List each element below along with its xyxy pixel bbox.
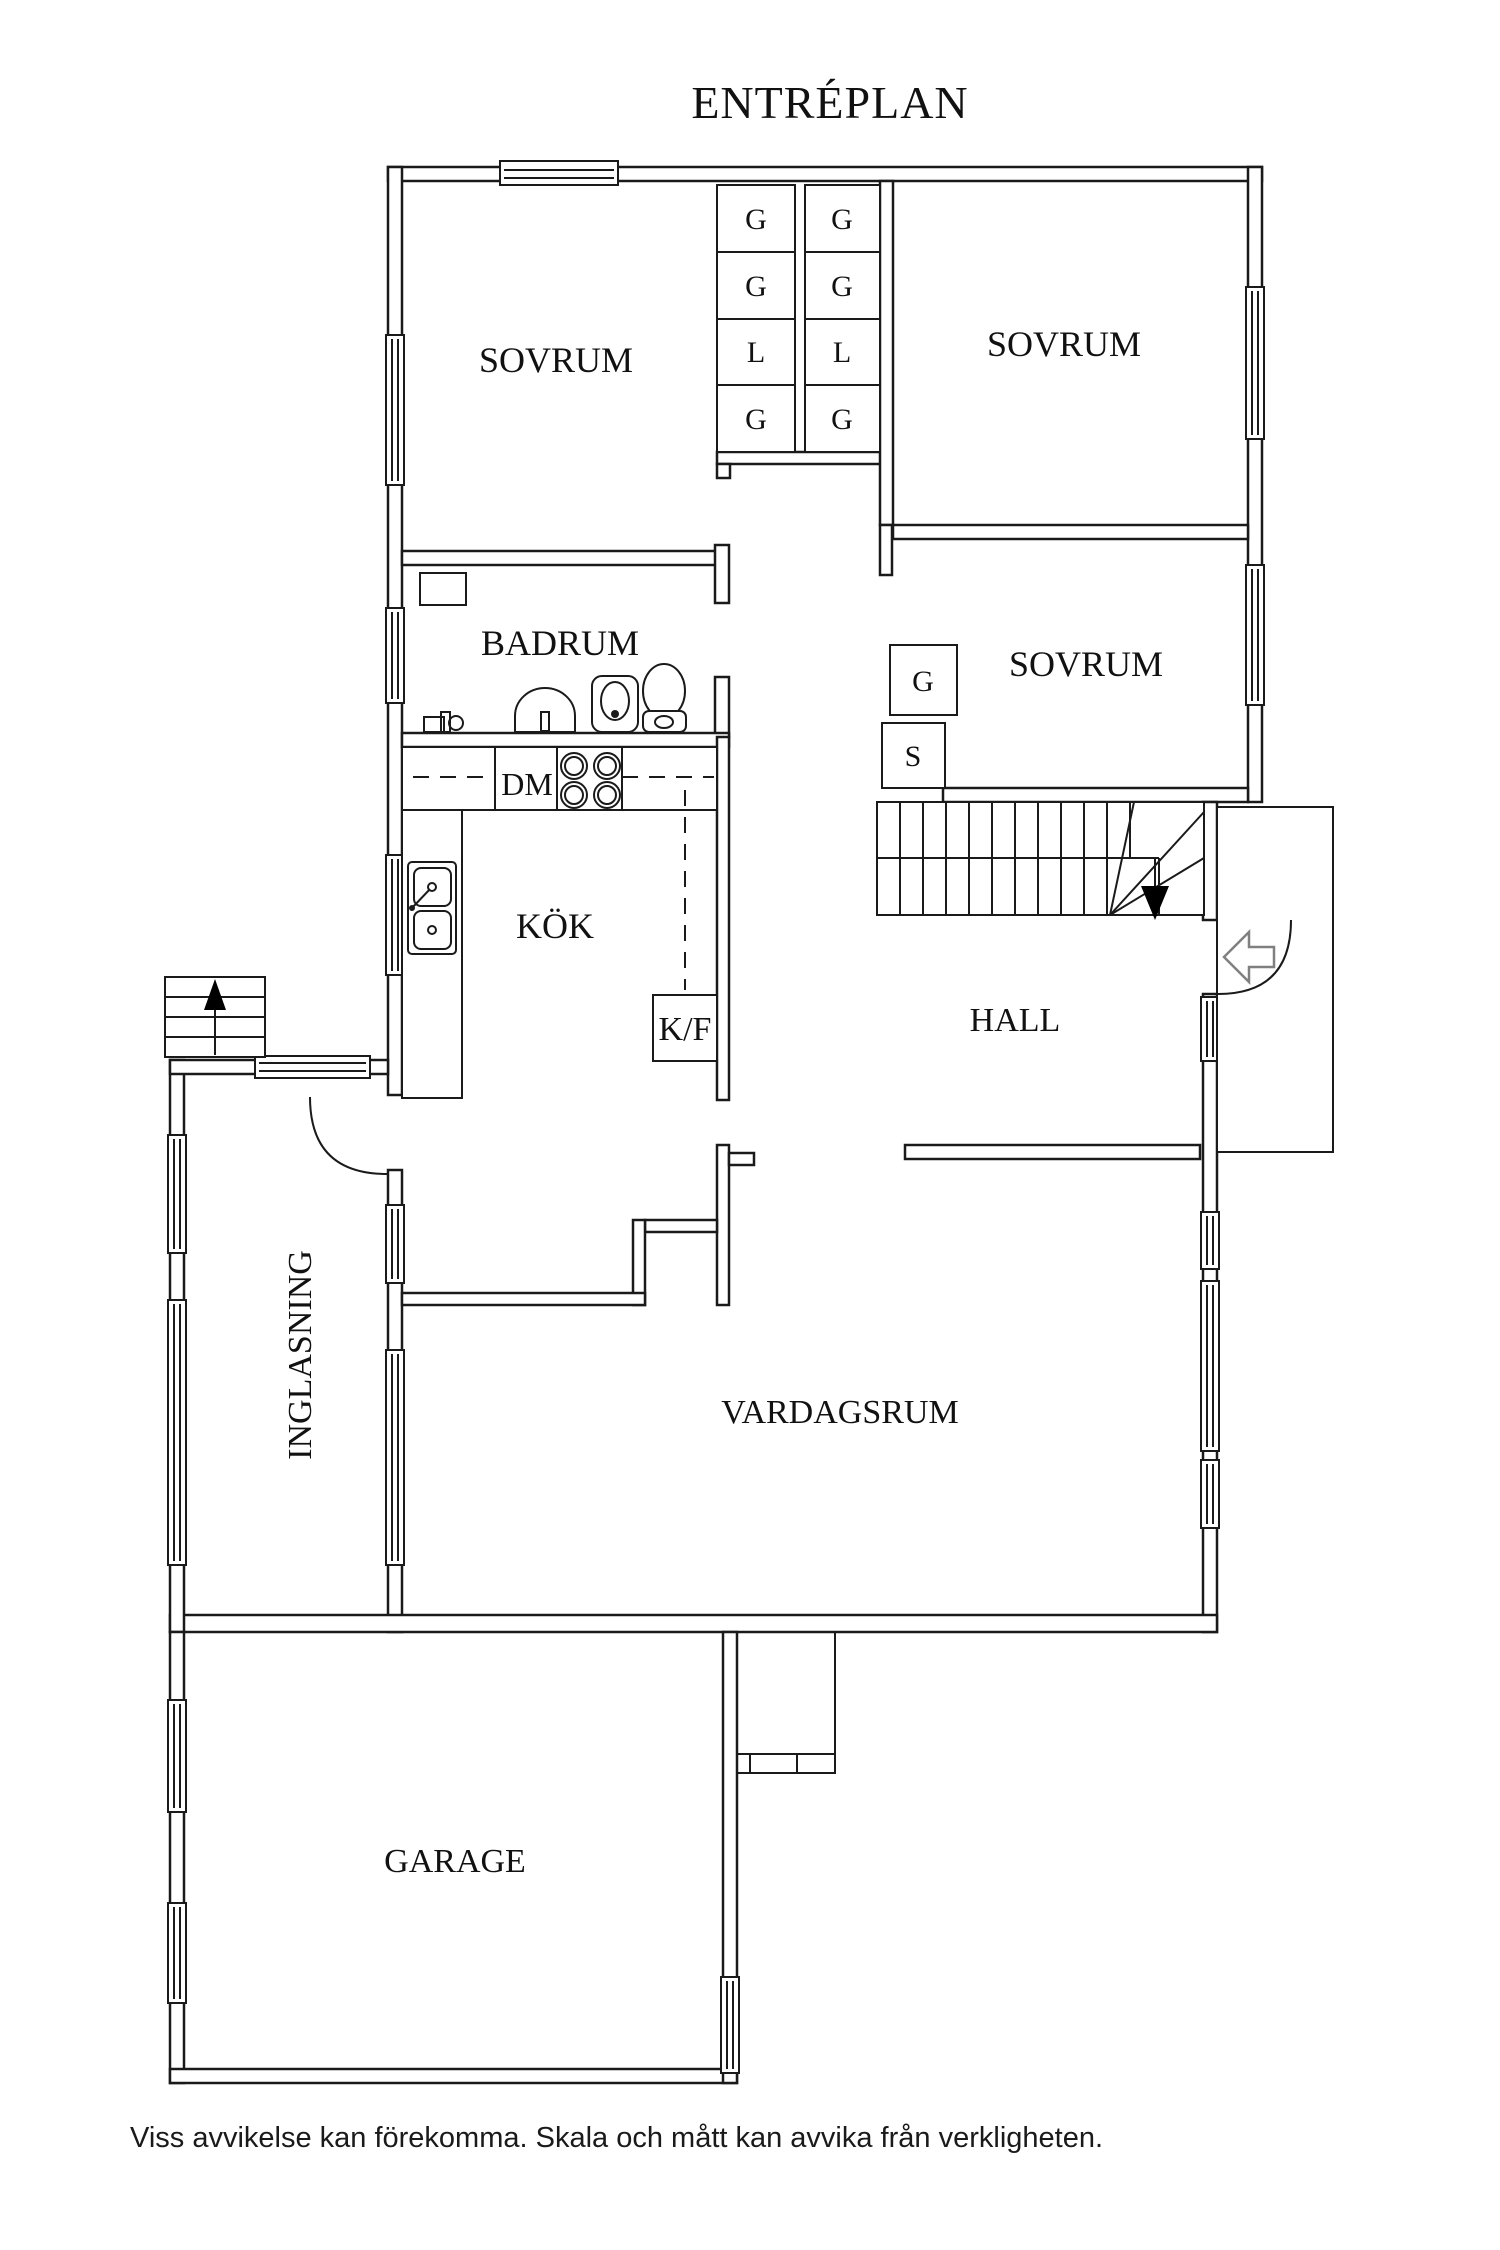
closet-label: G (831, 270, 853, 303)
room-label-sovrum-2: SOVRUM (987, 324, 1141, 364)
bidet-icon (591, 675, 639, 733)
entrance-platform (1216, 806, 1334, 1153)
stairs-down-arrow-icon (1141, 886, 1169, 920)
fridge-freezer-box (652, 994, 718, 1062)
window (167, 1902, 187, 2004)
dishwasher-label: DM (501, 766, 553, 802)
disclaimer-text: Viss avvikelse kan förekomma. Skala och … (130, 2122, 1103, 2154)
closet-box (881, 722, 946, 789)
closet-box (804, 318, 881, 386)
stove-icon (560, 752, 621, 809)
closet-box (889, 644, 958, 716)
window (1200, 1280, 1220, 1452)
window (385, 334, 405, 486)
closet-label: G (745, 403, 767, 436)
steps-up-arrow-icon (204, 979, 226, 1010)
window (167, 1134, 187, 1254)
page-title: ENTRÉPLAN (691, 77, 968, 128)
closet-label: G (831, 403, 853, 436)
porch-door (309, 1096, 388, 1175)
entrance-arrow-icon (1222, 928, 1276, 986)
room-label-inglasning: INGLASNING (282, 1250, 319, 1460)
back-door-steps (737, 1632, 836, 1774)
closet-box (804, 384, 881, 453)
window (385, 1204, 405, 1284)
window (254, 1055, 371, 1079)
entrance-door-arc (1217, 919, 1292, 995)
window (499, 160, 619, 186)
windows (167, 160, 1265, 2074)
room-labels: SOVRUM SOVRUM SOVRUM BADRUM KÖK HALL VAR… (282, 324, 1163, 1880)
closet-box (804, 251, 881, 320)
window (1245, 564, 1265, 706)
entrance (1216, 806, 1334, 1153)
window (1200, 1459, 1220, 1529)
counter-dashed-line (413, 776, 714, 990)
room-label-hall: HALL (970, 1002, 1061, 1039)
door-arc (309, 1096, 388, 1175)
room-label-garage: GARAGE (384, 1843, 526, 1880)
closet-label: L (833, 336, 851, 369)
closet-label: S (905, 740, 922, 773)
room-label-vardagsrum: VARDAGSRUM (721, 1394, 958, 1431)
closet-label: G (912, 665, 934, 698)
closet-box (716, 251, 796, 320)
window (720, 1976, 740, 2074)
room-label-kok: KÖK (516, 906, 594, 946)
laundry-items-icon (423, 711, 464, 733)
window (385, 1349, 405, 1566)
room-label-sovrum-3: SOVRUM (1009, 644, 1163, 684)
kitchen-counter (401, 746, 718, 811)
window (1200, 996, 1220, 1062)
closet-wardrobes: G G L G G G L G G S (716, 184, 958, 789)
fridge-freezer-label: K/F (659, 1011, 712, 1048)
closet-label: G (745, 203, 767, 236)
closet-box (804, 184, 881, 253)
bathroom-cabinet-icon (419, 572, 467, 606)
entrance-steps (164, 976, 266, 1058)
closet-label: G (745, 270, 767, 303)
window (1200, 1211, 1220, 1270)
closet-box (716, 384, 796, 453)
kitchen-sink-icon (407, 861, 457, 955)
closet-box (716, 318, 796, 386)
bathroom-fixtures (419, 572, 687, 733)
window (1245, 286, 1265, 440)
kitchen-fittings: DM K/F (401, 746, 718, 1099)
window (167, 1299, 187, 1566)
window (385, 607, 405, 704)
bathroom-sink-icon (514, 687, 576, 733)
closet-label: G (831, 203, 853, 236)
room-label-badrum: BADRUM (481, 623, 639, 663)
window (385, 854, 405, 976)
room-label-sovrum-1: SOVRUM (479, 340, 633, 380)
closet-label: L (747, 336, 765, 369)
toilet-icon (642, 663, 687, 733)
window (167, 1699, 187, 1813)
closet-box (716, 184, 796, 253)
staircase (876, 801, 1205, 920)
